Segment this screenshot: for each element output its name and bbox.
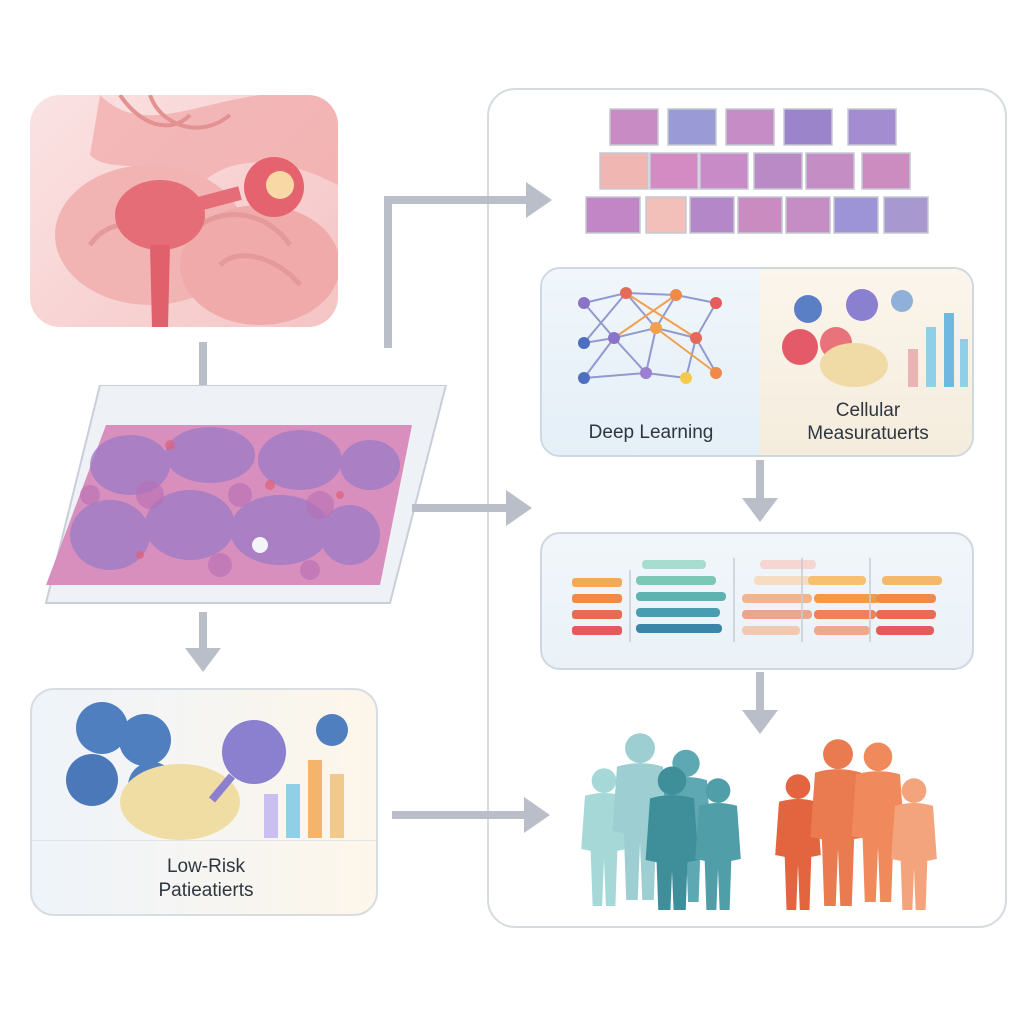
arrow-right-icon xyxy=(392,797,550,833)
patient-group-icon xyxy=(581,733,937,910)
neural-network-icon xyxy=(578,287,722,384)
cellular-label-line2: Measuratuerts xyxy=(807,423,929,444)
teal-patient-group xyxy=(581,733,741,910)
orange-patient-group xyxy=(775,739,937,910)
low-risk-label-line2: Patieatierts xyxy=(158,880,254,901)
pancreas-organ-icon xyxy=(55,95,338,327)
low-risk-panel: Low-Risk Patieatierts xyxy=(30,688,378,916)
cell-cluster-icon xyxy=(66,702,348,840)
low-risk-label-line1: Low-Risk xyxy=(166,856,246,877)
organ-panel xyxy=(30,95,338,327)
arrow-down-icon xyxy=(185,612,221,672)
arrow-elbow-icon xyxy=(384,182,552,348)
arrow-right-icon xyxy=(412,490,532,526)
feature-bars-icon xyxy=(572,558,942,642)
bar-chart-icon xyxy=(264,760,344,838)
cell-cluster-icon xyxy=(782,289,968,387)
arrow-down-icon xyxy=(742,672,778,734)
deep-learning-section xyxy=(542,269,760,455)
feature-table-panel xyxy=(540,532,974,670)
histology-slide-icon xyxy=(44,385,448,604)
histology-slide xyxy=(40,385,450,607)
analysis-panel: Deep Learning Cellular Measuratuerts xyxy=(540,267,974,457)
low-risk-divider xyxy=(32,840,376,841)
cellular-label-line1: Cellular xyxy=(835,400,901,421)
deep-learning-label: Deep Learning xyxy=(588,422,714,443)
arrow-down-icon xyxy=(742,460,778,522)
image-tile-grid-icon xyxy=(585,108,929,234)
